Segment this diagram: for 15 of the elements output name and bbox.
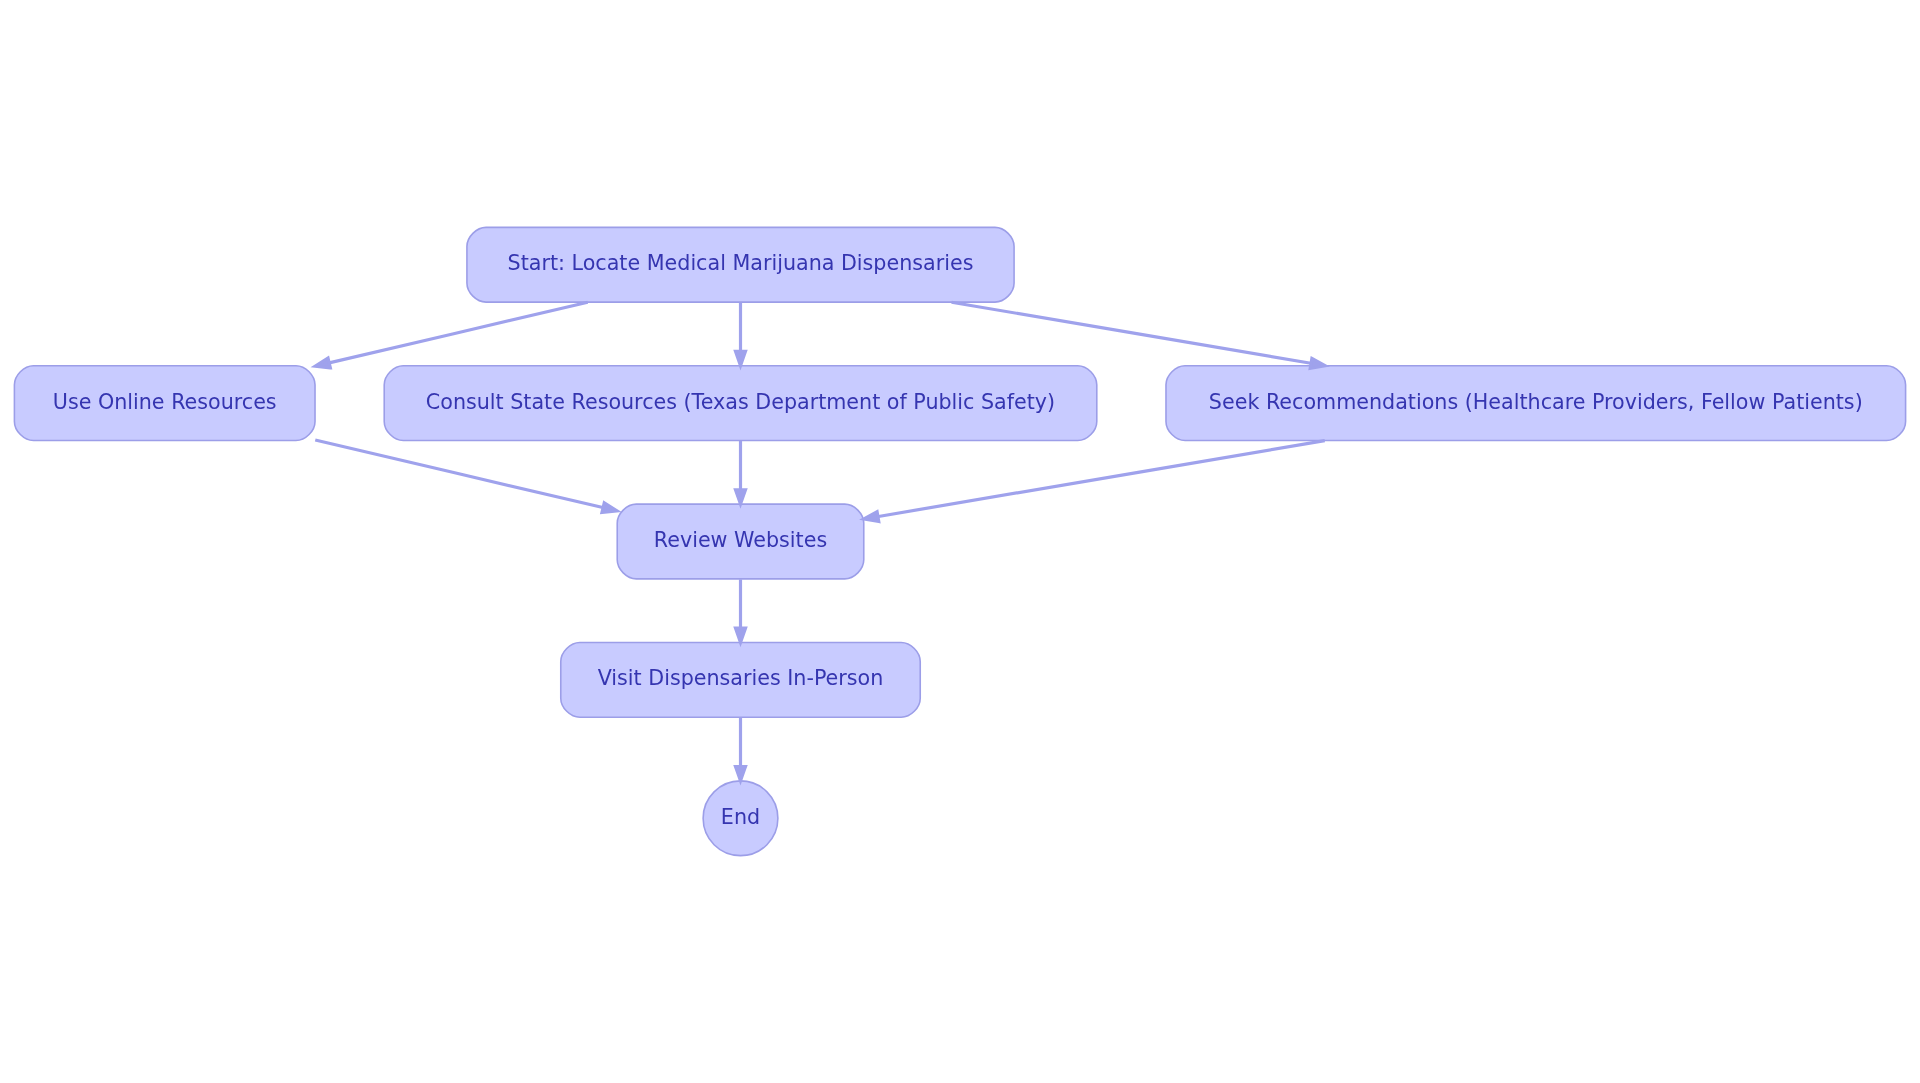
arrow: [733, 302, 748, 371]
node-circle: End: [702, 780, 779, 857]
node-box: Use Online Resources: [13, 364, 316, 442]
arrow: [733, 717, 748, 786]
arrow: [310, 300, 589, 370]
node-box: Consult State Resources (Texas Department of Public Safety): [383, 364, 1098, 442]
node-box: Visit Dispensaries In-Person: [559, 641, 922, 719]
node-box: Review Websites: [616, 503, 865, 580]
arrow: [314, 438, 622, 515]
arrow: [859, 439, 1325, 524]
node-box: Seek Recommendations (Healthcare Providers, Fellow Patients): [1165, 364, 1907, 442]
node-box: Start: Locate Medical Marijuana Dispensaries: [466, 226, 1015, 303]
arrow: [951, 300, 1330, 371]
arrow: [733, 579, 748, 648]
arrow: [733, 440, 748, 509]
